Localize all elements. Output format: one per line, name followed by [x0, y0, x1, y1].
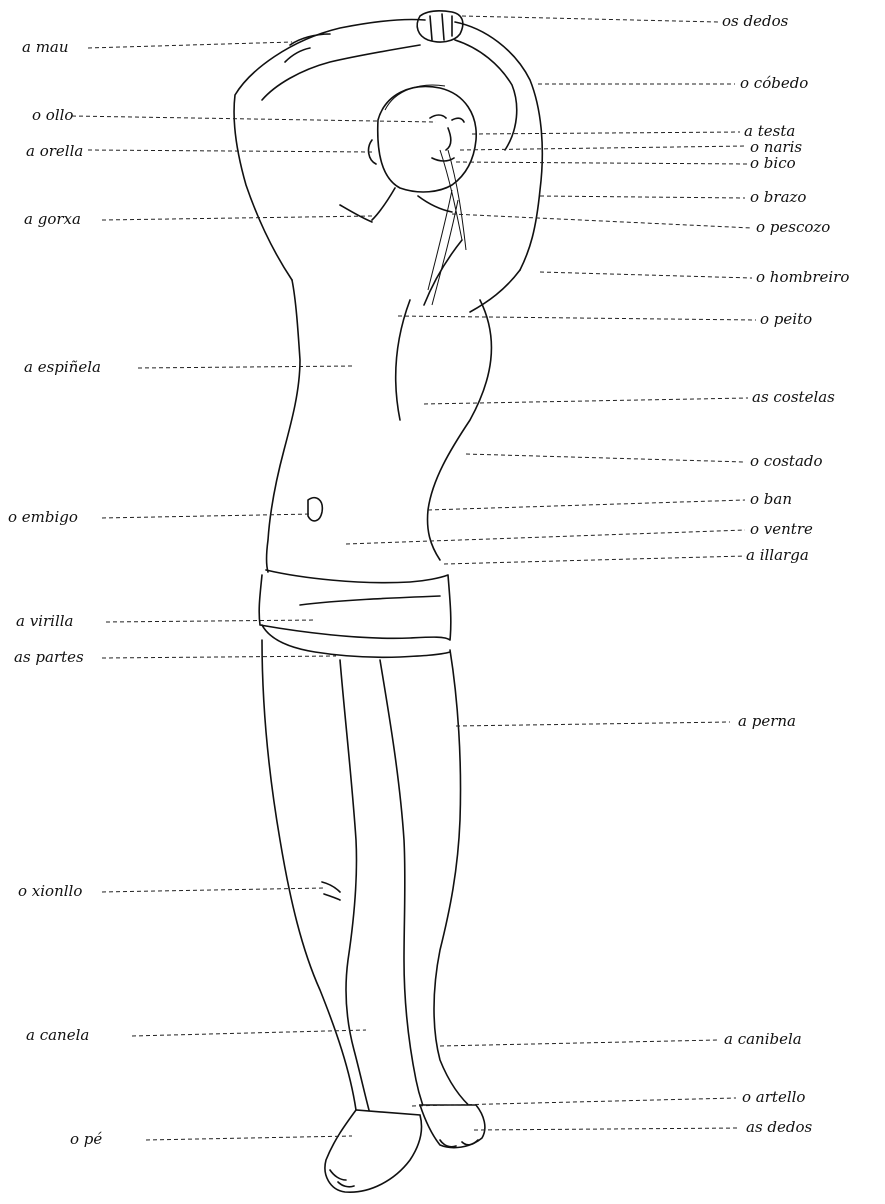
leader-as-partes	[102, 656, 336, 658]
leader-a-mau	[88, 42, 292, 48]
leader-o-ollo	[72, 116, 436, 122]
leader-o-brazo	[540, 196, 745, 198]
left-foot	[420, 1105, 485, 1148]
neck-outline	[340, 188, 452, 222]
leader-as-dedos	[474, 1128, 740, 1130]
leader-o-pe	[146, 1136, 352, 1140]
leader-a-gorxa	[102, 216, 372, 220]
leader-o-ban	[428, 500, 745, 510]
label-a-gorxa: a gorxa	[24, 210, 81, 228]
label-o-peito: o peito	[760, 310, 812, 328]
labels-right: os dedos o cóbedo a testa o naris o bico…	[722, 12, 849, 1136]
labels-left: a mau o ollo a orella a gorxa a espiñela…	[8, 38, 102, 1148]
leader-lines	[72, 16, 756, 1140]
label-o-pe: o pé	[70, 1130, 102, 1148]
label-a-orella: a orella	[26, 142, 83, 160]
label-as-dedos-bottom: as dedos	[746, 1118, 813, 1136]
leader-o-embigo	[102, 514, 312, 518]
leader-o-bico	[456, 162, 748, 164]
leader-a-virilla	[106, 620, 316, 622]
leader-a-canibela	[440, 1040, 718, 1046]
left-arm-outline	[455, 22, 542, 270]
label-o-artello: o artello	[742, 1088, 805, 1106]
right-leg-outline	[262, 640, 376, 1135]
torso-outline	[267, 270, 521, 572]
label-as-partes: as partes	[14, 648, 84, 666]
right-arm-outline	[234, 19, 425, 280]
leader-a-orella	[88, 150, 372, 152]
leader-os-dedos	[462, 16, 718, 22]
leader-as-costelas	[424, 398, 748, 404]
label-o-brazo: o brazo	[750, 188, 806, 206]
leader-o-xionllo	[102, 888, 326, 892]
label-a-espinela: a espiñela	[24, 358, 101, 376]
leader-o-pescozo	[452, 214, 752, 228]
leader-a-espinela	[138, 366, 352, 368]
label-o-ollo: o ollo	[32, 106, 73, 124]
leader-o-costado	[466, 454, 745, 462]
leader-o-naris	[460, 146, 746, 150]
leader-a-canela	[132, 1030, 366, 1036]
right-foot	[325, 1110, 422, 1192]
hair	[385, 85, 466, 305]
label-o-ventre: o ventre	[750, 520, 813, 538]
label-os-dedos-top: os dedos	[722, 12, 789, 30]
label-a-canela: a canela	[26, 1026, 89, 1044]
leader-o-peito	[398, 316, 756, 320]
label-o-hombreiro: o hombreiro	[756, 268, 849, 286]
knee-mark	[322, 882, 340, 900]
label-a-virilla: a virilla	[16, 612, 74, 630]
label-o-costado: o costado	[750, 452, 823, 470]
briefs-outline	[259, 570, 451, 657]
label-as-costelas: as costelas	[752, 388, 835, 406]
head-outline	[378, 87, 476, 192]
leader-a-illarga	[444, 556, 745, 564]
label-o-xionllo: o xionllo	[18, 882, 82, 900]
thick-hair-strand	[424, 240, 462, 305]
label-a-perna: a perna	[738, 712, 796, 730]
label-o-embigo: o embigo	[8, 508, 78, 526]
leader-a-perna	[456, 722, 730, 726]
left-leg-outline	[380, 650, 474, 1128]
label-a-canibela: a canibela	[724, 1030, 802, 1048]
leader-o-ventre	[346, 530, 745, 544]
hand-fingers	[417, 11, 463, 42]
navel	[308, 498, 322, 521]
human-figure	[234, 11, 542, 1192]
label-o-pescozo: o pescozo	[756, 218, 830, 236]
label-a-mau: a mau	[22, 38, 69, 56]
label-o-cobedo: o cóbedo	[740, 74, 808, 92]
label-o-ban: o ban	[750, 490, 792, 508]
leader-o-hombreiro	[540, 272, 752, 278]
label-a-illarga: a illarga	[746, 546, 809, 564]
label-o-bico: o bico	[750, 154, 796, 172]
